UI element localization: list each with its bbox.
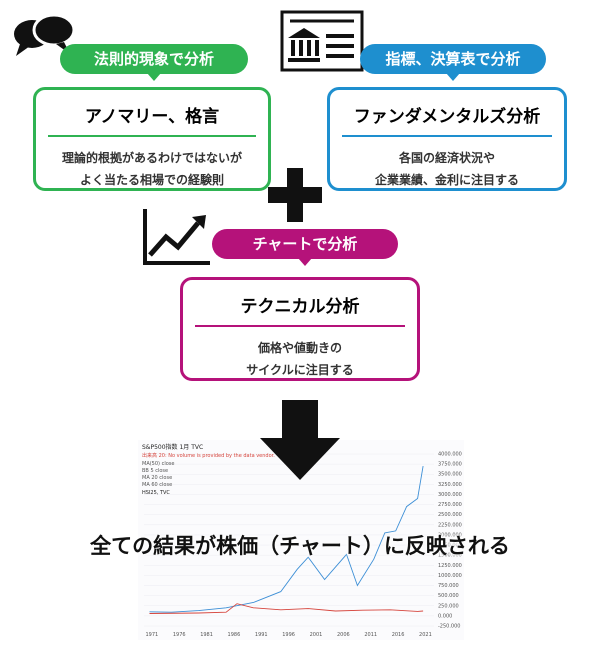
left-panel-divider [48,135,256,137]
right-panel-box: ファンダメンタルズ分析 各国の経済状況や 企業業績、金利に注目する [327,87,567,191]
chart-legend-item: MA(50) close [142,461,174,467]
center-panel-title: テクニカル分析 [240,297,360,317]
x-tick-label: 1976 [173,632,186,638]
chart-symbol-line: S&P500指数 1月 TVC [142,443,203,451]
y-tick-label: 1500.000 [438,553,462,559]
x-tick-label: 1991 [255,632,268,638]
y-tick-label: 2000.000 [438,532,462,538]
y-tick-label: 3000.000 [438,492,462,498]
x-tick-label: 1971 [145,632,158,638]
y-tick-label: 1750.000 [438,543,462,549]
y-tick-label: 2250.000 [438,522,462,528]
chart-legend-item: MA 20 close [142,475,172,481]
chart-legend-item: BB 5 close [142,468,168,474]
chart-sub-line: 出来高 20: No volume is provided by the dat… [142,452,275,459]
right-panel-divider [342,135,552,137]
x-tick-label: 2021 [419,632,432,638]
y-tick-label: 0.000 [438,613,452,619]
right-panel-title: ファンダメンタルズ分析 [353,107,541,127]
y-tick-label: 500.000 [438,593,459,599]
x-tick-label: 1981 [200,632,213,638]
x-tick-label: 2001 [310,632,323,638]
y-tick-label: 250.000 [438,603,459,609]
center-category-pill: チャートで分析 [212,229,398,266]
y-tick-label: 3750.000 [438,462,462,468]
left-panel-title: アノマリー、格言 [84,107,220,127]
y-tick-label: -250.000 [438,624,460,630]
x-tick-label: 2011 [364,632,377,638]
chart-legend-item: MA 60 close [142,482,172,488]
y-tick-label: 750.000 [438,583,459,589]
y-tick-label: 1250.000 [438,563,462,569]
right-panel-desc-2: 企業業績、金利に注目する [374,173,519,187]
bank-document-icon [280,10,364,72]
speech-bubbles-icon [10,12,80,62]
left-panel-desc-1: 理論的根拠があるわけではないが [61,151,242,165]
y-tick-label: 3250.000 [438,482,462,488]
y-tick-label: 2750.000 [438,502,462,508]
caption: 全ての結果が株価（チャート）に反映される [90,534,510,558]
left-panel-box: アノマリー、格言 理論的根拠があるわけではないが よく当たる相場での経験則 [33,87,271,191]
y-tick-label: 3500.000 [438,472,462,478]
x-tick-label: 2006 [337,632,350,638]
right-category-pill: 指標、決算表で分析 [360,44,546,81]
trend-chart-icon [140,207,212,267]
center-panel-desc-1: 価格や値動きの [257,341,342,355]
plus-icon [268,168,322,222]
chart-series-line [149,603,424,614]
x-tick-label: 2016 [392,632,405,638]
center-panel-divider [195,325,405,327]
right-panel-desc-1: 各国の経済状況や [398,151,495,165]
y-tick-label: 1000.000 [438,573,462,579]
left-panel-desc-2: よく当たる相場での経験則 [79,173,224,187]
left-category-pill: 法則的現象で分析 [60,44,248,81]
x-tick-label: 1996 [282,632,295,638]
center-panel-desc-2: サイクルに注目する [246,363,354,377]
down-arrow-icon [258,400,342,480]
center-panel-box: テクニカル分析 価格や値動きの サイクルに注目する [180,277,420,381]
chart-compare-line: HSI25, TVC [142,490,170,496]
y-tick-label: 4000.000 [438,452,462,458]
chart-series-line [149,466,424,613]
y-tick-label: 2500.000 [438,512,462,518]
x-tick-label: 1986 [228,632,241,638]
